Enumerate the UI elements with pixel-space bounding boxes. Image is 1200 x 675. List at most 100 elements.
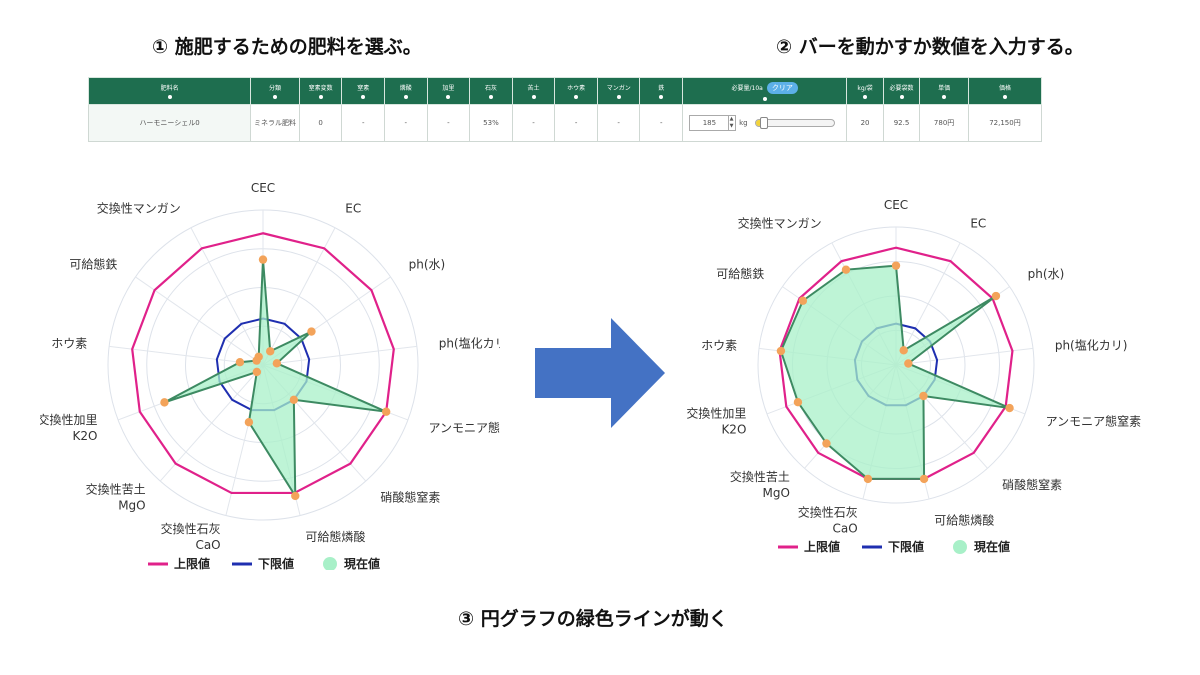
cell-bags: 92.5 [882, 104, 921, 142]
fertilizer-table: 肥料名 分類 窒素変数 窒素 燐酸 加里 石灰 苦土 ホウ素 マンガン 鉄 必要… [87, 77, 1043, 142]
axis-label: アンモニア態窒素 [1046, 414, 1142, 429]
grid-spoke [895, 242, 961, 366]
sort-dot-icon [942, 95, 947, 99]
radar-chart-after: CECECph(水)ph(塩化カリ)アンモニア態窒素硝酸態窒素可給態燐酸交換性石… [686, 198, 1142, 554]
sort-dot-icon [659, 95, 664, 99]
sort-dot-icon [899, 95, 904, 99]
grid-spoke [262, 227, 336, 366]
axis-label: 交換性マンガン [97, 200, 181, 215]
axis-label: ph(塩化カリ) [1055, 338, 1128, 353]
header-kg-per-bag[interactable]: kg/袋 [846, 77, 884, 105]
cell-manganese: - [596, 104, 641, 142]
grid-spoke [190, 227, 264, 366]
step1-instruction: ① 施肥するための肥料を選ぶ。 [152, 36, 422, 58]
cell-lime: 53% [469, 104, 513, 142]
grid-spoke [262, 345, 417, 366]
header-nitrogen-variable[interactable]: 窒素変数 [298, 77, 343, 105]
axis-label: 可給態鉄 [69, 256, 117, 271]
current-value-point [822, 439, 831, 448]
amount-slider[interactable] [754, 117, 835, 129]
current-value-point [776, 346, 786, 356]
cell-magnesium: - [511, 104, 556, 142]
clear-button[interactable]: クリア [766, 81, 798, 94]
header-nitrogen[interactable]: 窒素 [341, 77, 386, 105]
sort-dot-icon [531, 95, 536, 99]
header-manganese[interactable]: マンガン [596, 77, 641, 105]
current-value-area [779, 264, 1010, 480]
header-phosphate[interactable]: 燐酸 [384, 77, 428, 105]
sort-dot-icon [574, 95, 579, 99]
table-header-row: 肥料名 分類 窒素変数 窒素 燐酸 加里 石灰 苦土 ホウ素 マンガン 鉄 必要… [87, 77, 1043, 105]
legend-current-label: 現在値 [344, 556, 380, 570]
sort-dot-icon [361, 95, 366, 99]
legend-current-swatch [323, 557, 337, 570]
header-lime[interactable]: 石灰 [469, 77, 513, 105]
slider-fill [755, 120, 764, 126]
cell-kg-per-bag: 20 [846, 104, 884, 142]
current-value-point [160, 398, 169, 407]
current-value-point [793, 397, 803, 407]
axis-label: CEC [251, 181, 275, 195]
legend-current-label: 現在値 [974, 539, 1010, 554]
cell-fertilizer-name[interactable]: ハーモニーシェル0 [87, 104, 252, 142]
step3-instruction: ③ 円グラフの緑色ラインが動く [458, 608, 728, 630]
header-magnesium[interactable]: 苦土 [511, 77, 556, 105]
cell-nitrogen-variable: 0 [298, 104, 343, 142]
grid-spoke [895, 347, 1034, 366]
current-value-point [289, 395, 299, 405]
current-value-point [904, 359, 913, 368]
slider-thumb[interactable] [760, 117, 769, 129]
axis-label: 交換性マンガン [738, 215, 822, 230]
axis-label: ph(水) [1028, 267, 1065, 281]
cell-nitrogen: - [341, 104, 386, 142]
axis-label: EC [345, 201, 361, 215]
current-value-point [235, 357, 245, 367]
current-value-point [291, 491, 300, 501]
axis-label: 可給態燐酸 [305, 529, 365, 544]
upper-limit-line [131, 232, 395, 495]
sort-dot-icon [1002, 95, 1007, 99]
amount-input[interactable]: 185 [689, 115, 730, 131]
legend-lower-label: 下限値 [258, 556, 294, 570]
current-value-point [991, 291, 1001, 301]
legend-upper-label: 上限値 [804, 539, 840, 554]
axis-label: ph(水) [409, 257, 446, 271]
current-value-point [863, 474, 873, 484]
stepper-up-icon[interactable]: ▲ [729, 116, 734, 122]
header-category[interactable]: 分類 [250, 77, 300, 105]
current-value-point [841, 265, 851, 274]
header-fertilizer-name[interactable]: 肥料名 [87, 77, 252, 105]
right-arrow-icon [535, 318, 665, 428]
current-value-point [919, 391, 928, 401]
axis-label: 可給態燐酸 [934, 512, 994, 527]
header-unit-price[interactable]: 単価 [919, 77, 969, 105]
cell-category: ミネラル肥料 [250, 104, 300, 142]
sort-dot-icon [762, 96, 767, 101]
grid-spoke [159, 364, 264, 482]
header-price[interactable]: 価格 [967, 77, 1043, 105]
cell-potassium: - [426, 104, 471, 142]
current-value-point [244, 417, 254, 427]
header-boron[interactable]: ホウ素 [554, 77, 598, 105]
cell-price: 72,150円 [967, 104, 1043, 142]
legend-current-swatch [953, 540, 967, 554]
header-required-amount[interactable]: 必要量/10a クリア [682, 77, 848, 105]
header-bags[interactable]: 必要袋数 [882, 77, 921, 105]
cell-phosphate: - [384, 104, 428, 142]
amount-stepper[interactable]: ▲▼ [728, 115, 737, 131]
header-potassium[interactable]: 加里 [426, 77, 471, 105]
axis-label: CEC [884, 198, 908, 212]
axis-label: ph(塩化カリ) [439, 336, 500, 351]
header-iron[interactable]: 鉄 [639, 77, 684, 105]
current-value-point [891, 261, 901, 270]
axis-label: アンモニア態窒素 [428, 420, 500, 435]
axis-label: 硝酸態窒素 [380, 489, 440, 504]
stepper-down-icon[interactable]: ▼ [729, 123, 734, 129]
